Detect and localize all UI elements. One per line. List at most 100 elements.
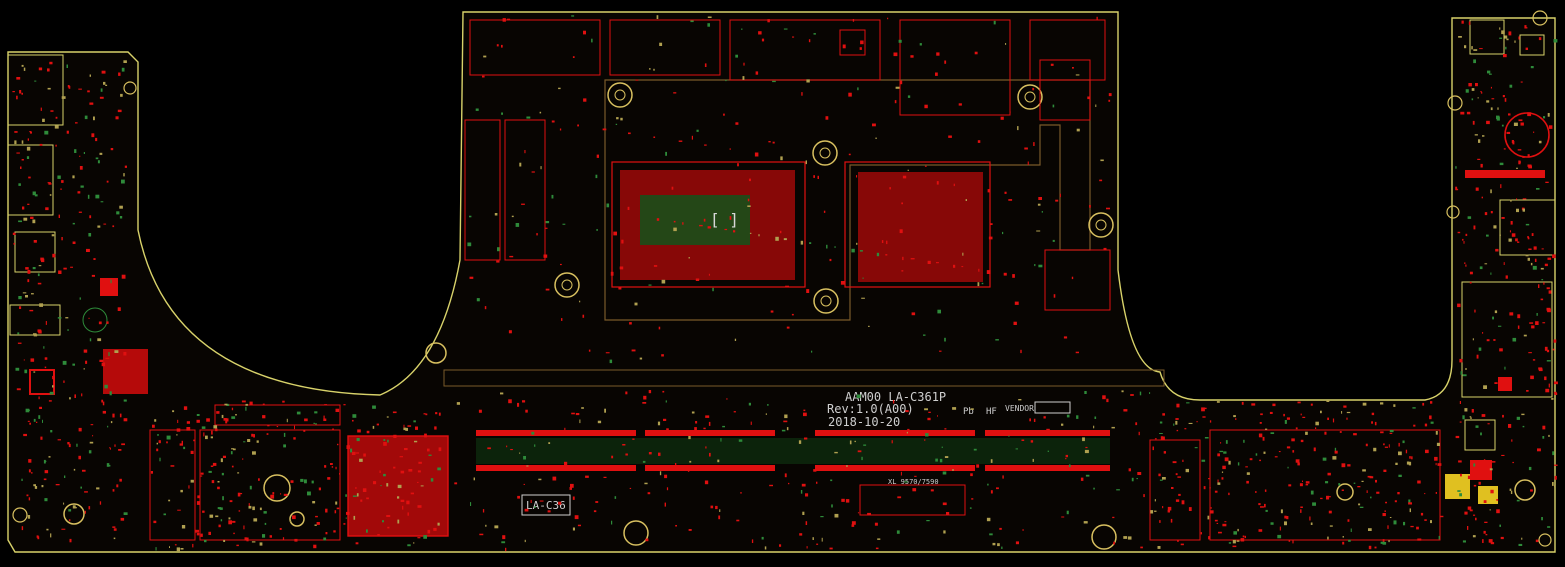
pad [217,481,220,483]
pad [1348,539,1351,542]
pad [33,371,36,373]
pad [1221,477,1224,480]
pad [944,337,946,342]
pad [399,456,403,458]
pad [583,98,587,102]
pad [571,15,575,17]
pad [372,425,375,429]
pad [564,427,566,430]
pad [414,440,418,443]
pad [784,473,787,478]
pad [500,392,504,395]
pad [159,457,161,462]
pad [1472,120,1475,125]
pad [1518,160,1521,165]
pad [1135,422,1138,426]
pad [1137,472,1142,475]
pad [673,227,677,232]
pad [857,87,859,91]
pad [1034,264,1036,267]
pad [352,414,357,418]
pad [282,400,285,403]
pad [653,136,656,138]
pad [502,535,506,540]
pad [1208,478,1210,480]
pad [18,220,22,223]
pad [192,543,194,548]
pad [1532,265,1537,270]
pad [703,218,706,222]
pad [12,91,15,93]
pad [874,522,878,526]
pad [1140,546,1143,549]
pad [1503,54,1507,58]
pad [611,455,614,459]
pad [22,206,25,210]
pad [974,51,978,55]
pad [69,538,72,543]
pad [200,533,203,537]
board-code-label: LA-C36 [526,499,566,512]
pad [1339,431,1342,433]
pad [1520,122,1524,126]
pad [953,183,955,187]
pad [1501,30,1505,35]
pad [156,448,159,452]
pad [1487,423,1490,425]
pad [418,461,422,464]
pad [1490,489,1494,494]
pad [986,517,991,522]
pad [1527,257,1530,261]
pad [41,485,44,488]
pad [1490,86,1492,89]
pad [875,137,877,139]
pad [1374,421,1377,426]
pad [910,258,915,260]
pad [181,440,183,445]
pad [1462,540,1466,543]
pad [72,222,75,225]
pad [704,480,709,485]
pad [1384,510,1386,512]
pad [1510,199,1512,202]
pad [118,449,122,451]
pad [919,43,922,46]
pad [1473,59,1476,64]
pad [1459,401,1461,404]
pad [1536,188,1540,190]
pad [1385,501,1387,504]
pad [60,188,62,190]
pad [792,36,795,38]
pad [769,484,773,487]
pad [1466,111,1471,115]
pad [1508,424,1512,428]
pad [989,223,993,225]
pad [1478,139,1481,143]
pad [1341,489,1344,491]
pad [1459,358,1463,363]
pad [1004,191,1007,194]
pad [1297,401,1301,404]
pad [1511,140,1514,143]
pad [1512,337,1517,342]
pad [803,412,807,417]
pad [1053,294,1056,298]
pad [712,287,714,292]
pad [332,428,334,431]
pad [1499,234,1501,236]
pad [323,537,327,541]
pad [729,148,731,150]
pad [1480,91,1482,93]
pad [1459,493,1462,497]
pad [937,309,941,314]
pad [1530,66,1534,69]
pad [183,406,188,410]
pad [107,425,109,428]
pad [523,483,525,485]
pad [402,505,404,510]
pad [1416,526,1419,530]
pad [312,501,316,504]
pad [534,444,536,447]
pad [538,478,542,481]
pad [1531,325,1535,329]
